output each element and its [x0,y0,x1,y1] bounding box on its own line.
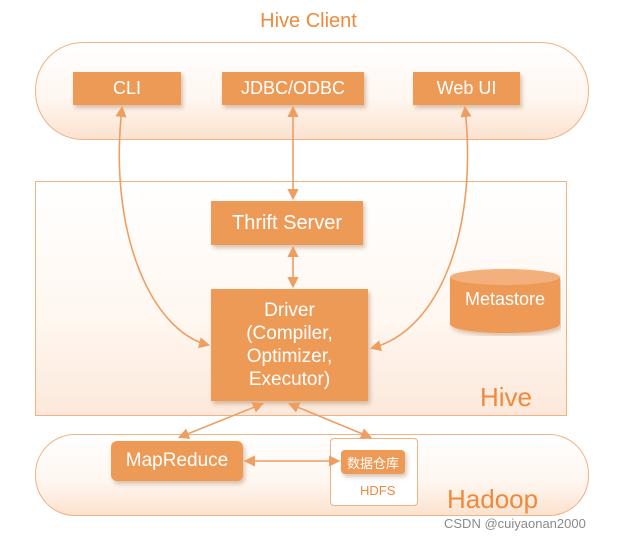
driver-line-2: (Compiler, [246,323,333,344]
metastore-cylinder [450,269,560,333]
mapreduce-box: MapReduce [111,441,243,481]
driver-line-3: Optimizer, [246,346,333,367]
driver-line-4: Executor) [248,369,331,390]
hive-label: Hive [480,382,533,412]
hdfs-label: HDFS [360,483,396,498]
web-ui-label: Web UI [436,78,497,98]
csdn-watermark: CSDN @cuiyaonan2000 [444,516,586,531]
metastore-label: Metastore [464,289,546,309]
arrow-driver-hdfs [287,402,373,439]
arrow-webui-driver [369,105,472,352]
hive-client-title: Hive Client [260,10,357,32]
data-warehouse-label: 数据仓库 [346,455,399,471]
cli-label: CLI [112,78,141,98]
jdbc-odbc-box: JDBC/ODBC [222,72,364,105]
driver-line-1: Driver [264,300,315,321]
thrift-server-box: Thrift Server [211,201,363,245]
hadoop-label: Hadoop [447,484,539,514]
web-ui-box: Web UI [413,72,520,105]
cli-box: CLI [73,72,181,105]
driver-box: Driver (Compiler, Optimizer, Executor) [211,289,368,401]
data-warehouse-box: 数据仓库 [341,450,405,474]
thrift-server-label: Thrift Server [231,211,343,234]
jdbc-odbc-label: JDBC/ODBC [240,78,345,98]
arrow-driver-mapreduce [177,402,265,439]
mapreduce-label: MapReduce [125,450,229,471]
arrow-cli-driver [115,105,211,349]
